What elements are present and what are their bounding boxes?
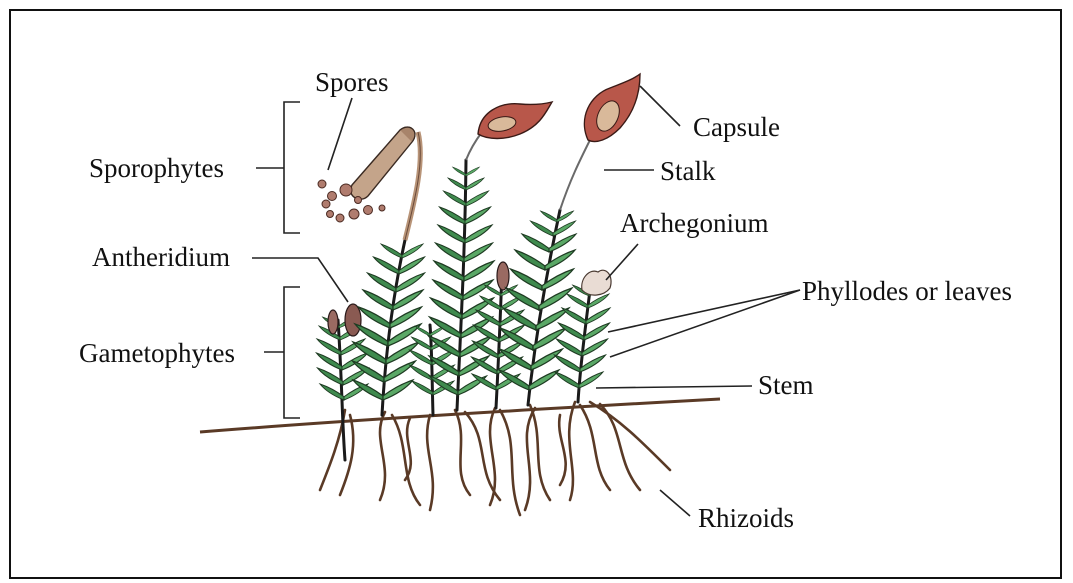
label-sporophytes: Sporophytes [89,153,224,183]
capsule-leader [640,86,680,126]
label-spores: Spores [315,67,389,97]
antheridium-2 [328,310,338,334]
gametophyte-plant-7 [555,270,612,402]
archegonium [582,270,611,295]
label-archegonium: Archegonium [620,208,768,238]
rhizoids-leader [660,490,690,516]
gametophytes-brace [284,287,300,418]
label-antheridium: Antheridium [92,242,230,272]
label-rhizoids: Rhizoids [698,503,794,533]
antheridium-leader [252,258,348,302]
archegonium-leader [606,244,638,280]
label-phyllodes: Phyllodes or leaves [802,276,1012,306]
phyllodes-leader-2 [610,290,800,357]
phyllodes-leader-1 [608,290,800,332]
antheridium-1 [345,304,361,336]
spores-leader [328,98,352,170]
label-stalk: Stalk [660,156,716,186]
label-gametophytes: Gametophytes [79,338,235,368]
stem-leader [596,386,752,388]
sporophyte-capsule [351,127,415,199]
sporophytes-brace [284,102,300,233]
label-stem: Stem [758,370,814,400]
label-capsule: Capsule [693,112,780,142]
